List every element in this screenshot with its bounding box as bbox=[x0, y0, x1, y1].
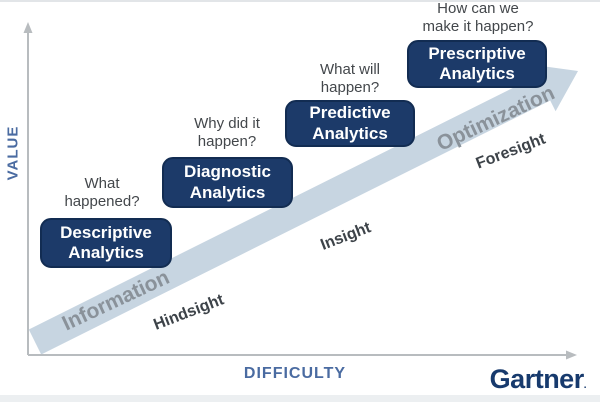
gartner-logo-mark: . bbox=[583, 380, 587, 391]
box-diagnostic-analytics: Diagnostic Analytics bbox=[162, 157, 293, 208]
maturity-arrow bbox=[28, 64, 579, 355]
question-what-happened: What happened? bbox=[64, 175, 140, 210]
box-descriptive-analytics: Descriptive Analytics bbox=[40, 218, 172, 268]
bottom-edge-strip bbox=[0, 395, 600, 402]
box-predictive-analytics: Predictive Analytics bbox=[285, 100, 415, 147]
y-axis-arrowhead-icon bbox=[23, 22, 33, 33]
question-what-will-happen: What will happen? bbox=[319, 61, 381, 96]
y-axis-label: VALUE bbox=[4, 125, 22, 181]
x-axis-arrowhead-icon bbox=[566, 350, 577, 360]
question-why-did-it-happen: Why did it happen? bbox=[194, 115, 260, 150]
gartner-logo-text: Gartner bbox=[489, 364, 585, 394]
question-how-can-we-make-it-happen: How can we make it happen? bbox=[422, 0, 534, 35]
gartner-logo: Gartner. bbox=[489, 364, 587, 395]
box-prescriptive-analytics: Prescriptive Analytics bbox=[407, 40, 547, 88]
x-axis-label: DIFFICULTY bbox=[243, 365, 347, 382]
top-edge-strip bbox=[0, 0, 600, 2]
